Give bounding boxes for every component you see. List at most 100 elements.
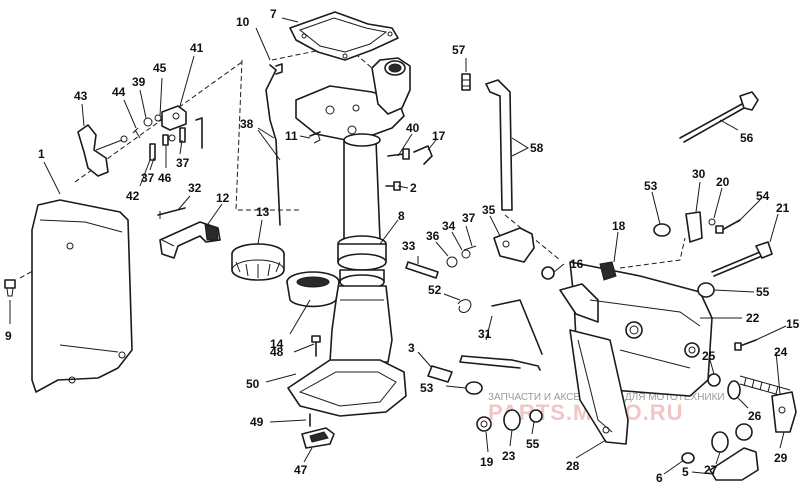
callout-33: 33 bbox=[402, 239, 416, 253]
callout-22: 22 bbox=[746, 311, 760, 325]
part-42-46-bolts bbox=[149, 117, 203, 161]
callout-30: 30 bbox=[692, 167, 706, 181]
part-11-screw bbox=[309, 131, 321, 144]
callout-54: 54 bbox=[756, 189, 770, 203]
part-15-screw bbox=[734, 339, 757, 351]
callout-14: 14 bbox=[270, 337, 284, 351]
callout-44: 44 bbox=[112, 85, 126, 99]
callout-12: 12 bbox=[216, 191, 230, 205]
callout-28: 28 bbox=[566, 459, 580, 473]
callout-57: 57 bbox=[452, 43, 466, 57]
callout-25: 25 bbox=[702, 349, 716, 363]
part-33-pin bbox=[405, 261, 439, 279]
part-7-gasket bbox=[289, 11, 399, 61]
part-1-cover-plate bbox=[31, 199, 133, 393]
callout-40: 40 bbox=[406, 121, 420, 135]
callout-47: 47 bbox=[294, 463, 308, 477]
part-8-exhaust-housing bbox=[287, 57, 411, 417]
callout-9: 9 bbox=[5, 329, 12, 343]
part-54-bolt bbox=[715, 219, 741, 234]
callout-21: 21 bbox=[776, 201, 790, 215]
callout-7: 7 bbox=[270, 7, 277, 21]
part-57-connector bbox=[461, 73, 471, 91]
callout-42: 42 bbox=[126, 189, 140, 203]
part-17-clip bbox=[413, 145, 433, 165]
callout-37b: 37 bbox=[176, 156, 190, 170]
part-23-washer bbox=[503, 409, 521, 431]
part-9-screw bbox=[4, 279, 16, 297]
callout-10: 10 bbox=[236, 15, 250, 29]
callout-35: 35 bbox=[482, 203, 496, 217]
part-47-anode bbox=[301, 427, 335, 449]
callout-26: 26 bbox=[748, 409, 762, 423]
callout-20: 20 bbox=[716, 175, 730, 189]
callout-8: 8 bbox=[398, 209, 405, 223]
callout-58: 58 bbox=[530, 141, 544, 155]
callout-18: 18 bbox=[612, 219, 626, 233]
part-5-clamp-screw bbox=[709, 423, 759, 481]
part-20-washer bbox=[708, 218, 716, 226]
part-48-screw bbox=[311, 335, 321, 357]
callout-23: 23 bbox=[502, 449, 516, 463]
part-6-washer bbox=[681, 452, 695, 464]
callout-55b: 55 bbox=[526, 437, 540, 451]
part-29-plate bbox=[771, 391, 797, 433]
callout-36: 36 bbox=[426, 229, 440, 243]
callout-16: 16 bbox=[570, 257, 584, 271]
part-3-pad bbox=[427, 365, 453, 383]
callout-3: 3 bbox=[408, 341, 415, 355]
part-31-linkage bbox=[459, 299, 543, 371]
callout-labels: 1 9 43 44 39 45 41 42 37 46 37 32 12 10 … bbox=[5, 7, 800, 485]
callout-29: 29 bbox=[774, 451, 788, 465]
callout-39: 39 bbox=[132, 75, 146, 89]
callout-37a: 37 bbox=[141, 171, 155, 185]
part-58-water-hose bbox=[485, 79, 513, 211]
part-32-bolt bbox=[157, 207, 186, 219]
part-28-clamp-bracket bbox=[569, 329, 629, 445]
part-36-34-washers bbox=[446, 245, 477, 268]
part-55-upper-cap bbox=[697, 282, 715, 298]
part-35-bracket bbox=[493, 227, 535, 263]
callout-46: 46 bbox=[158, 171, 172, 185]
part-43-shift-handle bbox=[77, 124, 128, 177]
part-56-tilt-rod bbox=[679, 91, 759, 143]
part-53-cap-lower bbox=[465, 381, 483, 395]
part-14-lower-mount bbox=[286, 271, 340, 308]
part-52-spring bbox=[457, 299, 472, 313]
callout-27: 27 bbox=[704, 463, 718, 477]
part-13-rubber-mount bbox=[231, 243, 285, 281]
part-39-45-washers bbox=[132, 114, 162, 139]
part-16-nut bbox=[541, 266, 555, 280]
callout-56: 56 bbox=[740, 131, 754, 145]
part-55-lower-cap bbox=[529, 409, 543, 423]
callout-53a: 53 bbox=[644, 179, 658, 193]
callout-2: 2 bbox=[410, 181, 417, 195]
callout-45: 45 bbox=[153, 61, 167, 75]
callout-1: 1 bbox=[38, 147, 45, 161]
callout-19: 19 bbox=[480, 455, 494, 469]
callout-52: 52 bbox=[428, 283, 442, 297]
callout-48: 48 bbox=[270, 345, 284, 359]
part-10-38-shift-rod bbox=[265, 63, 283, 226]
callout-6: 6 bbox=[656, 471, 663, 485]
part-40-2-bolts bbox=[385, 148, 410, 191]
callout-15: 15 bbox=[786, 317, 800, 331]
callout-5: 5 bbox=[682, 465, 689, 479]
callout-17: 17 bbox=[432, 129, 446, 143]
leader-lines bbox=[9, 17, 787, 475]
part-25-nut bbox=[707, 373, 721, 387]
part-12-clamp bbox=[159, 221, 221, 259]
callout-31: 31 bbox=[478, 327, 492, 341]
part-53-cap-upper bbox=[653, 223, 671, 237]
callout-53b: 53 bbox=[420, 381, 434, 395]
callout-34: 34 bbox=[442, 219, 456, 233]
part-30-clip bbox=[685, 211, 703, 243]
part-26-washer bbox=[727, 380, 741, 400]
callout-13: 13 bbox=[256, 205, 270, 219]
callout-55a: 55 bbox=[756, 285, 770, 299]
part-21-tilt-bolt bbox=[711, 241, 773, 277]
callout-32: 32 bbox=[188, 181, 202, 195]
callout-49: 49 bbox=[250, 415, 264, 429]
callout-37c: 37 bbox=[462, 211, 476, 225]
